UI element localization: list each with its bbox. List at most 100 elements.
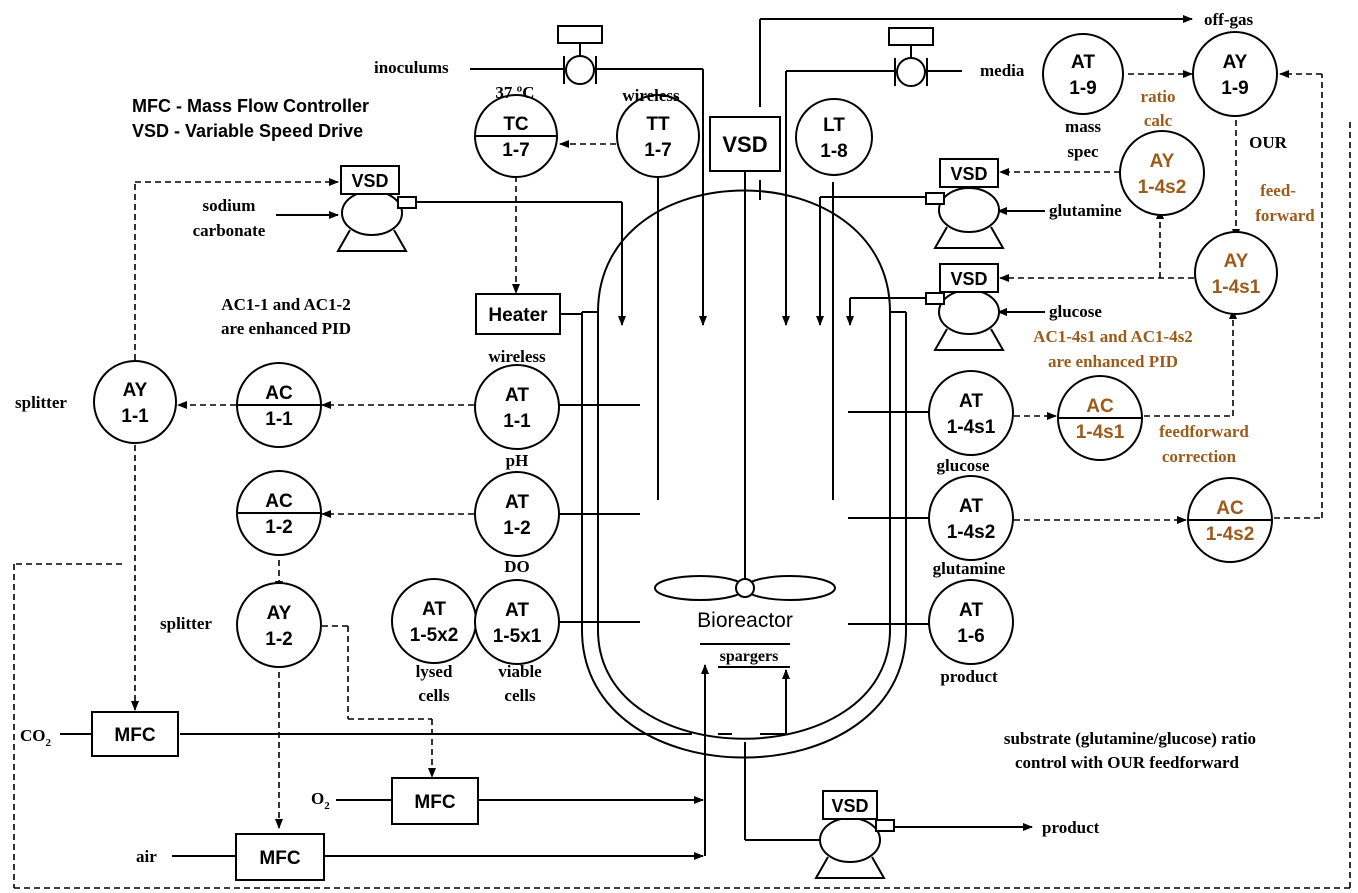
product-pump[interactable] bbox=[814, 817, 895, 879]
label-feedforward: feedforward bbox=[1159, 422, 1249, 441]
label-temperature: 37 ºC bbox=[495, 83, 534, 102]
legend-enhanced-pid-1: AC1-1 and AC1-2 bbox=[221, 295, 350, 314]
svg-text:VSD: VSD bbox=[351, 171, 388, 191]
instrument-at14s2[interactable]: AT1-4s2 bbox=[928, 475, 1014, 561]
label-our: OUR bbox=[1249, 133, 1288, 152]
mfc-air-box[interactable]: MFC bbox=[235, 833, 325, 881]
signal-lines bbox=[13, 70, 1351, 889]
instrument-tag-ac14s2: AC bbox=[1216, 498, 1244, 519]
label-viable-cells: cells bbox=[504, 686, 536, 705]
instrument-tag-tt17: TT bbox=[646, 114, 670, 135]
instrument-tag-at12: AT bbox=[505, 492, 529, 513]
instrument-tag-at14s2: AT bbox=[959, 496, 983, 517]
mfc-o2-box[interactable]: MFC bbox=[391, 777, 479, 825]
instrument-number-at12: 1-2 bbox=[503, 518, 530, 539]
instrument-at16[interactable]: AT1-6 bbox=[928, 579, 1014, 665]
label-carbonate: carbonate bbox=[193, 221, 266, 240]
label-wireless-tt: wireless bbox=[622, 86, 680, 105]
inoculums-valve[interactable] bbox=[557, 25, 603, 85]
label-media: media bbox=[980, 61, 1025, 80]
label-splitter-2: splitter bbox=[160, 614, 212, 633]
instrument-tag-at15x2: AT bbox=[422, 599, 446, 620]
instrument-tag-ac11: AC bbox=[265, 383, 293, 404]
label-inoculums: inoculums bbox=[374, 58, 449, 77]
legend-enhanced-pid-2: are enhanced PID bbox=[221, 319, 351, 338]
instrument-number-ay11: 1-1 bbox=[121, 406, 149, 427]
label-air: air bbox=[136, 847, 157, 866]
instrument-at11[interactable]: AT1-1 bbox=[474, 364, 560, 450]
svg-text:VSD: VSD bbox=[950, 164, 987, 184]
label-o2: O2 bbox=[311, 789, 330, 812]
vsd-sodium-box[interactable]: VSD bbox=[340, 165, 400, 195]
label-product-measure: product bbox=[940, 667, 998, 686]
instrument-tag-at16: AT bbox=[959, 600, 983, 621]
label-splitter-1: splitter bbox=[15, 393, 67, 412]
vsd-main-box[interactable]: VSD bbox=[709, 116, 781, 172]
instrument-ay19[interactable]: AY 1-9 bbox=[1192, 31, 1278, 117]
instrument-tag-ay12: AY bbox=[267, 603, 292, 624]
instrument-ay11[interactable]: AY1-1 bbox=[93, 360, 177, 444]
instrument-number-ay14s2: 1-4s2 bbox=[1138, 177, 1187, 198]
instrument-ac14s1[interactable]: AC1-4s1 bbox=[1057, 375, 1143, 461]
instrument-at15x1[interactable]: AT1-5x1 bbox=[474, 579, 560, 665]
instrument-number-at19: 1-9 bbox=[1069, 78, 1096, 99]
instrument-tt17[interactable]: TT 1-7 bbox=[616, 94, 700, 178]
instrument-at12[interactable]: AT 1-2 bbox=[474, 471, 560, 557]
label-off-gas: off-gas bbox=[1204, 10, 1253, 29]
instrument-ac12[interactable]: AC1-2 bbox=[236, 470, 322, 556]
svg-text:Heater: Heater bbox=[488, 305, 548, 326]
vsd-product-box[interactable]: VSD bbox=[822, 790, 878, 820]
media-valve[interactable] bbox=[888, 27, 934, 87]
label-spec: spec bbox=[1067, 142, 1099, 161]
glutamine-pump[interactable] bbox=[925, 187, 1005, 249]
instrument-lt18[interactable]: LT1-8 bbox=[795, 98, 873, 176]
instrument-ay14s1[interactable]: AY 1-4s1 bbox=[1194, 231, 1278, 315]
label-correction: correction bbox=[1162, 447, 1237, 466]
instrument-number-ay19: 1-9 bbox=[1221, 78, 1248, 99]
sodium-carbonate-pump[interactable] bbox=[336, 190, 417, 252]
instrument-ac11[interactable]: AC1-1 bbox=[236, 362, 322, 448]
instrument-number-lt18: 1-8 bbox=[820, 141, 847, 162]
ratio-note-2: control with OUR feedforward bbox=[1015, 753, 1240, 772]
instrument-number-tt17: 1-7 bbox=[644, 140, 671, 161]
instrument-tag-ac12: AC bbox=[265, 491, 293, 512]
instrument-number-at14s1: 1-4s1 bbox=[947, 417, 996, 438]
glucose-pump[interactable] bbox=[925, 289, 1005, 351]
label-calc: calc bbox=[1144, 111, 1173, 130]
text-labels: MFC - Mass Flow Controller VSD - Variabl… bbox=[15, 10, 1315, 866]
instrument-number-at11: 1-1 bbox=[503, 411, 531, 432]
label-mass: mass bbox=[1065, 117, 1101, 136]
legend-enhanced-pid-3: AC1-4s1 and AC1-4s2 bbox=[1033, 327, 1193, 346]
svg-text:VSD: VSD bbox=[722, 132, 767, 157]
instrument-tc17[interactable]: TC1-7 bbox=[474, 94, 558, 178]
label-spargers: spargers bbox=[720, 648, 779, 665]
label-sodium: sodium bbox=[203, 196, 256, 215]
label-glutamine-measure: glutamine bbox=[933, 559, 1006, 578]
vsd-glutamine-box[interactable]: VSD bbox=[939, 158, 999, 188]
instrument-ac14s2[interactable]: AC 1-4s2 bbox=[1187, 477, 1273, 563]
instrument-tag-ay19: AY bbox=[1223, 52, 1248, 73]
instrument-at15x2[interactable]: AT1-5x2 bbox=[391, 578, 477, 664]
instrument-number-ay14s1: 1-4s1 bbox=[1212, 277, 1261, 298]
instrument-tag-ay14s1: AY bbox=[1224, 251, 1249, 272]
label-viable: viable bbox=[498, 662, 542, 681]
label-do: DO bbox=[504, 557, 530, 576]
instrument-number-ac14s2: 1-4s2 bbox=[1206, 524, 1255, 545]
vsd-glucose-box[interactable]: VSD bbox=[939, 263, 999, 293]
vessel-outer-wall bbox=[597, 312, 891, 740]
instrument-at19[interactable]: AT1-9 bbox=[1042, 33, 1124, 115]
instrument-tag-ac14s1: AC bbox=[1086, 396, 1114, 417]
instrument-at14s1[interactable]: AT1-4s1 bbox=[928, 370, 1014, 456]
instrument-ay14s2[interactable]: AY 1-4s2 bbox=[1119, 130, 1205, 216]
heater-box[interactable]: Heater bbox=[475, 293, 561, 335]
svg-text:VSD: VSD bbox=[831, 796, 868, 816]
instrument-number-ay12: 1-2 bbox=[265, 629, 292, 650]
label-wireless-at: wireless bbox=[488, 347, 546, 366]
instrument-tag-ay14s2: AY bbox=[1150, 151, 1175, 172]
svg-text:MFC: MFC bbox=[114, 725, 155, 746]
label-lysed-cells: cells bbox=[418, 686, 450, 705]
legend-enhanced-pid-4: are enhanced PID bbox=[1048, 352, 1178, 371]
mfc-co2-box[interactable]: MFC bbox=[91, 711, 179, 757]
instrument-tag-tc17: TC bbox=[503, 114, 529, 135]
instrument-ay12[interactable]: AY 1-2 bbox=[236, 582, 322, 668]
